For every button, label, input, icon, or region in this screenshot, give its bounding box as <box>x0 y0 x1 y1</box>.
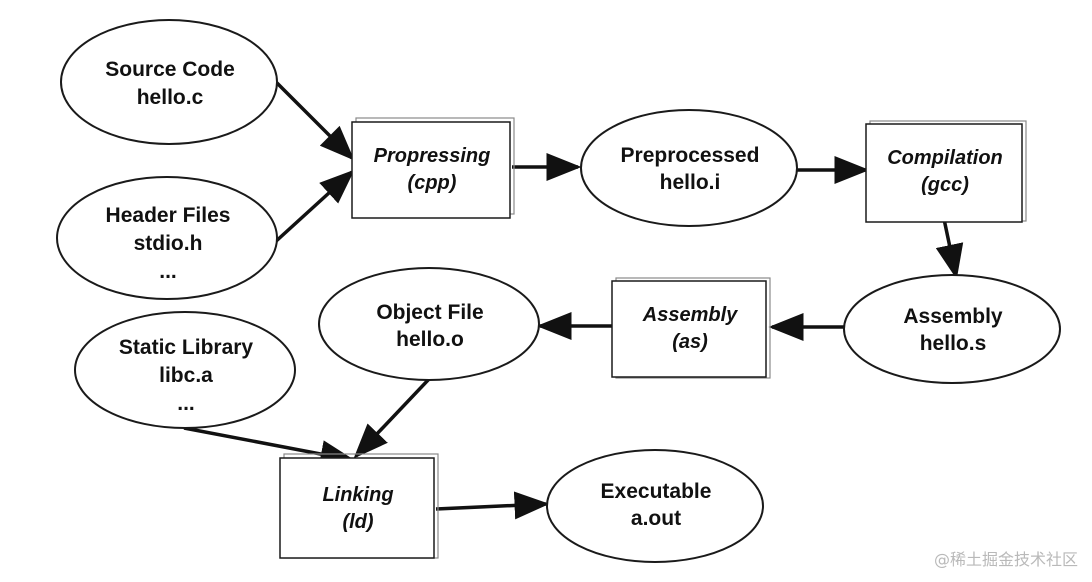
compilation-tool: (gcc) <box>921 174 969 196</box>
header-files-filename: stdio.h <box>134 232 203 255</box>
source-code-label: Source Code <box>105 58 235 81</box>
preprocessing-tool: (cpp) <box>408 172 457 194</box>
node-object-file: Object File hello.o <box>318 267 540 381</box>
node-preprocessed: Preprocessed hello.i <box>580 109 798 227</box>
source-code-filename: hello.c <box>137 86 204 109</box>
arrow-header-to-preprocessing <box>272 169 355 245</box>
assembly-file-filename: hello.s <box>920 332 987 355</box>
node-static-library: Static Library libc.a ... <box>74 311 296 429</box>
arrow-static-library-to-linking <box>183 426 356 468</box>
node-assembly-step: Assembly (as) <box>611 277 771 379</box>
header-files-label: Header Files <box>106 204 231 227</box>
object-file-filename: hello.o <box>396 328 464 351</box>
static-library-ellipsis: ... <box>177 392 195 415</box>
static-library-filename: libc.a <box>159 364 213 387</box>
node-header-files: Header Files stdio.h ... <box>56 176 278 300</box>
arrow-source-to-preprocessing <box>274 80 355 161</box>
preprocessed-filename: hello.i <box>660 171 721 194</box>
node-preprocessing: Propressing (cpp) <box>351 117 515 219</box>
linking-label: Linking <box>322 484 393 506</box>
node-assembly-file: Assembly hello.s <box>843 274 1061 384</box>
node-linking: Linking (ld) <box>279 453 439 559</box>
node-executable: Executable a.out <box>546 449 764 563</box>
header-files-ellipsis: ... <box>159 260 177 283</box>
linking-tool: (ld) <box>342 511 373 533</box>
assembly-step-label: Assembly <box>642 304 738 326</box>
compilation-label: Compilation <box>887 147 1003 169</box>
arrow-object-file-to-linking <box>353 376 432 459</box>
arrow-linking-to-executable <box>435 491 550 520</box>
arrow-compilation-to-assembly-file <box>935 218 964 280</box>
static-library-label: Static Library <box>119 336 254 359</box>
object-file-label: Object File <box>376 301 483 324</box>
assembly-step-tool: (as) <box>672 331 708 353</box>
executable-filename: a.out <box>631 507 681 530</box>
assembly-file-label: Assembly <box>903 305 1003 328</box>
node-compilation: Compilation (gcc) <box>865 120 1027 223</box>
node-source-code: Source Code hello.c <box>60 19 278 145</box>
preprocessing-label: Propressing <box>374 145 491 167</box>
arrows <box>183 80 964 520</box>
preprocessed-label: Preprocessed <box>621 144 760 167</box>
executable-label: Executable <box>601 480 712 503</box>
watermark: @稀土掘金技术社区 <box>933 550 1078 569</box>
